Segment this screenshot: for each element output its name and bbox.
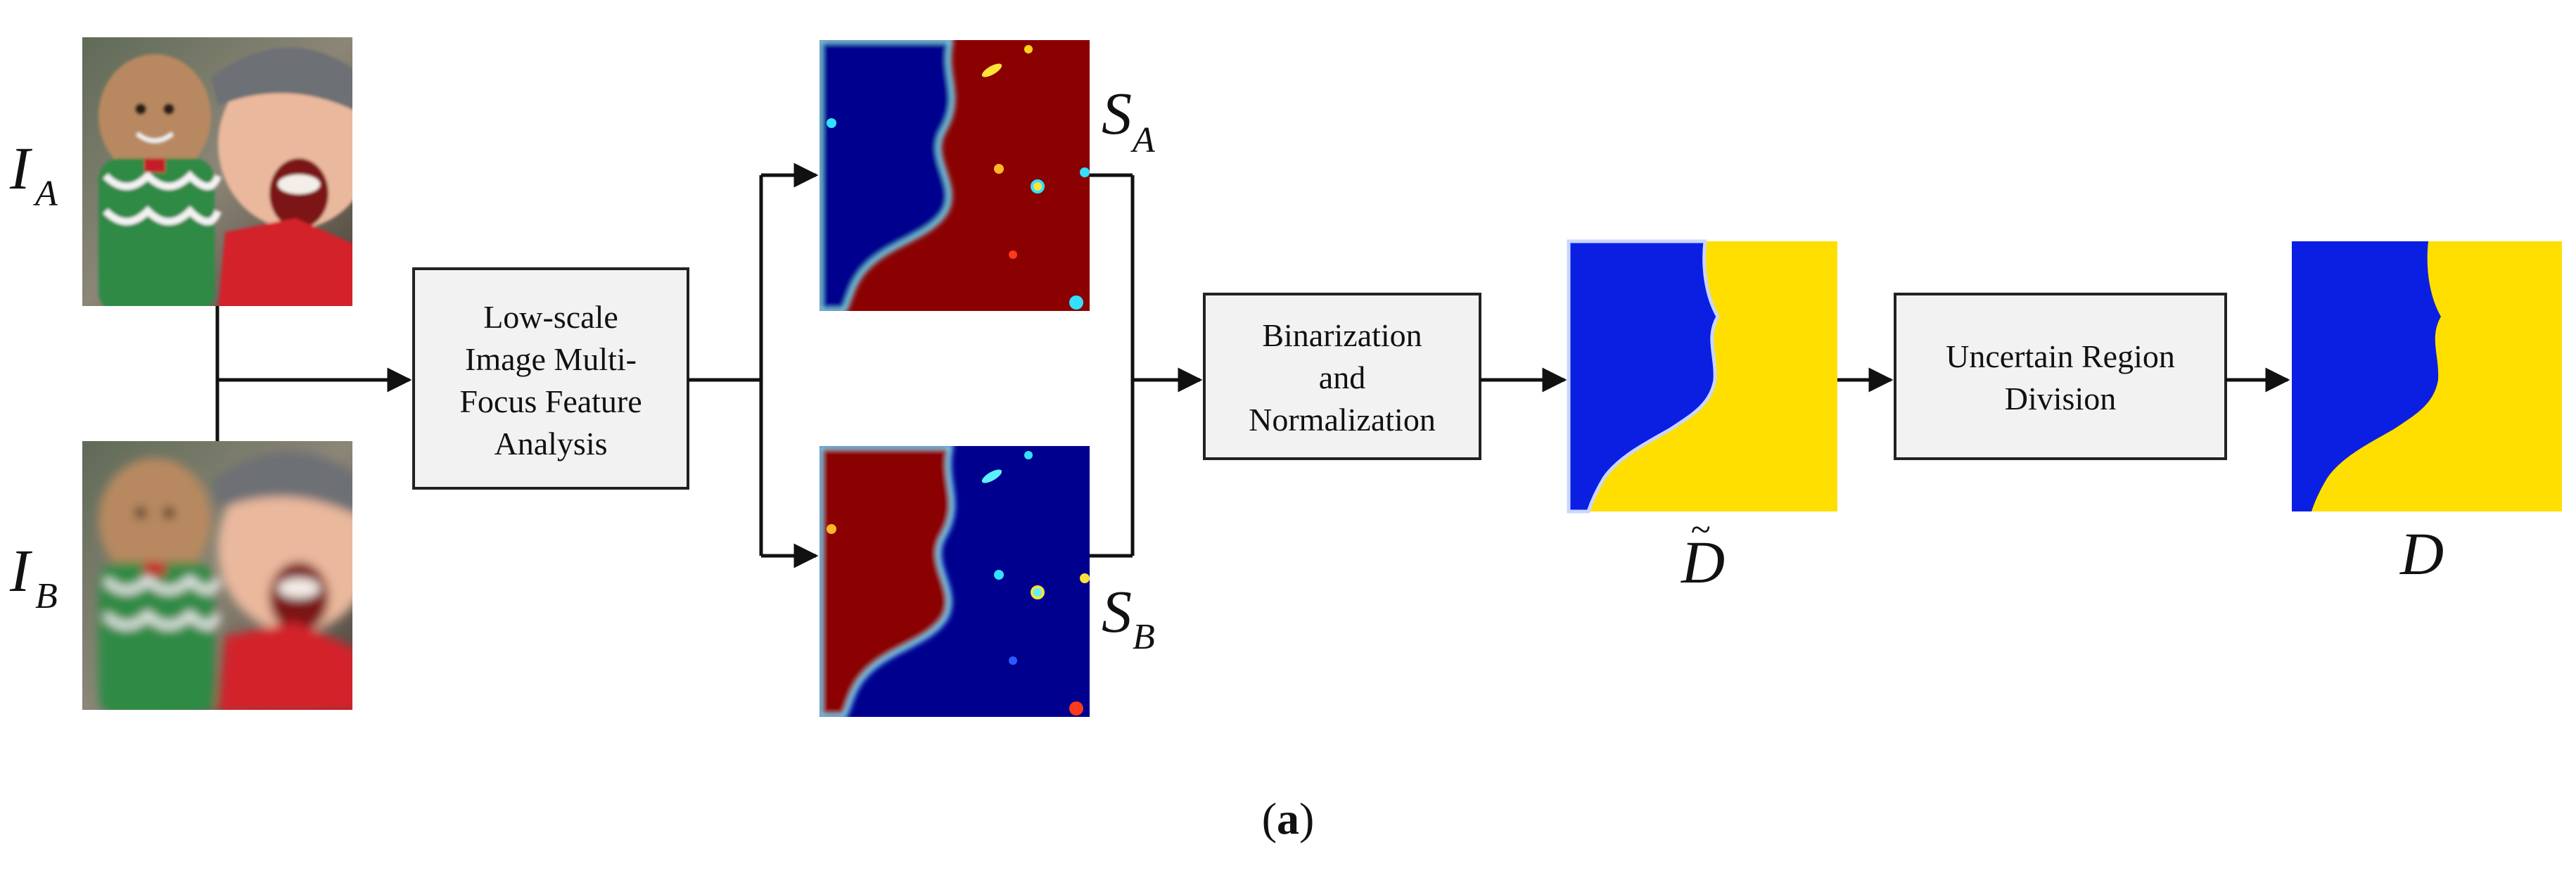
uncertain-region-box: Uncertain Region Division: [1894, 293, 2227, 460]
svg-text:~: ~: [1690, 510, 1710, 550]
feature-analysis-box: Low-scale Image Multi- Focus Feature Ana…: [412, 267, 689, 490]
svg-text:B: B: [1133, 617, 1155, 657]
feature-box-line-3: Focus Feature: [459, 383, 642, 419]
svg-text:S: S: [1102, 578, 1132, 645]
binarization-line-3: Normalization: [1249, 402, 1436, 438]
figure-caption: (a): [1262, 794, 1315, 844]
final-map-label: D: [2399, 520, 2444, 587]
feature-box-line-4: Analysis: [495, 426, 608, 462]
score-map-b: [820, 446, 1090, 717]
binarization-box: Binarization and Normalization: [1203, 293, 1481, 460]
binarization-line-2: and: [1319, 360, 1365, 395]
feature-split-connector: [688, 163, 819, 568]
feature-box-line-1: Low-scale: [483, 299, 618, 335]
source-image-a: [82, 37, 352, 306]
final-decision-map: [2292, 241, 2562, 511]
svg-text:A: A: [33, 174, 58, 214]
svg-text:(a): (a): [1262, 794, 1315, 844]
svg-text:I: I: [9, 537, 32, 604]
initial-map-label: D ~: [1681, 510, 1725, 596]
score-merge-connector: [1090, 173, 1203, 558]
svg-text:S: S: [1102, 79, 1132, 147]
svg-text:B: B: [35, 576, 58, 616]
score-map-label-b: S B: [1102, 578, 1155, 657]
svg-text:D: D: [1681, 528, 1725, 596]
input-merge-connector: [215, 306, 412, 441]
feature-box-line-2: Image Multi-: [465, 341, 637, 377]
initial-decision-map: [1567, 239, 1837, 514]
svg-text:A: A: [1130, 120, 1155, 160]
source-image-b: [82, 441, 352, 710]
binarization-line-1: Binarization: [1262, 317, 1422, 353]
input-label-a: I A: [9, 134, 58, 214]
svg-text:I: I: [9, 134, 32, 202]
input-label-b: I B: [9, 537, 58, 616]
uncertain-line-2: Division: [2005, 381, 2116, 416]
score-map-label-a: S A: [1102, 79, 1155, 160]
uncertain-line-1: Uncertain Region: [1946, 338, 2175, 374]
score-map-a: [820, 40, 1090, 311]
